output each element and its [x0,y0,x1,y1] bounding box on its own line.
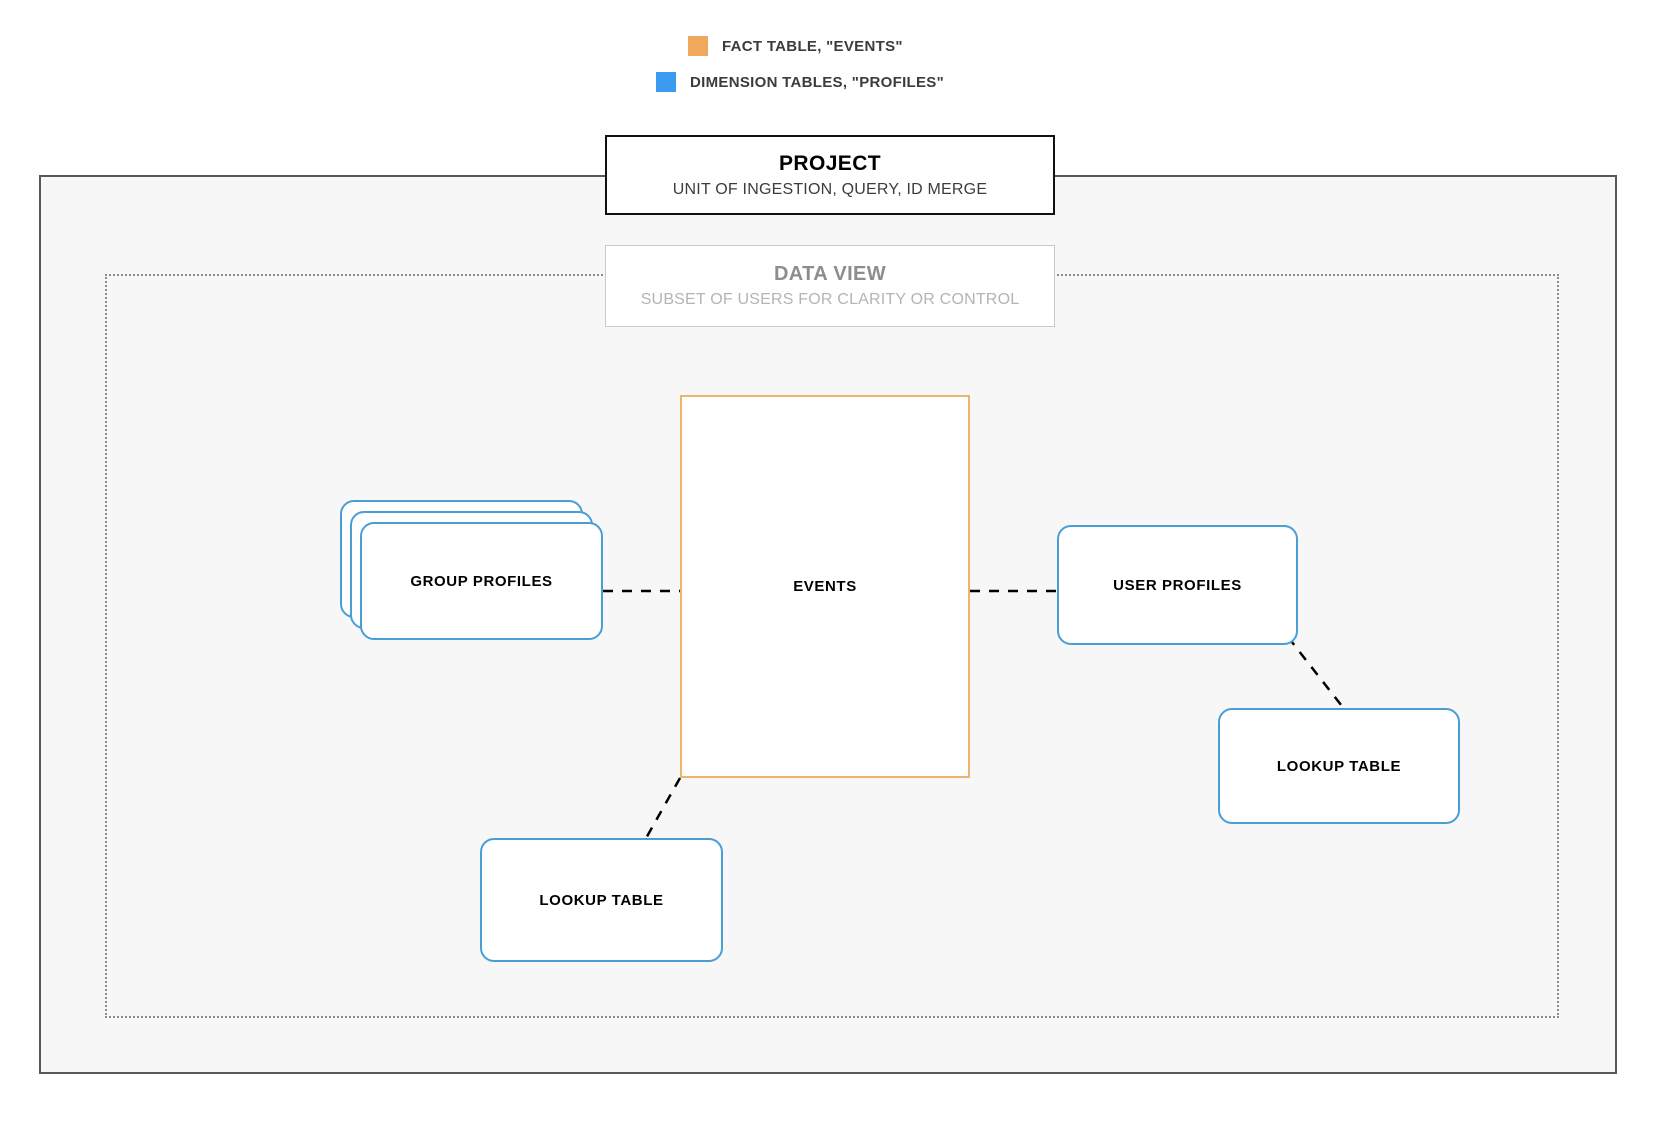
legend-item-dimension-tables: DIMENSION TABLES, "PROFILES" [656,72,944,92]
project-title: PROJECT [779,151,881,175]
node-events-fact-table[interactable]: EVENTS [680,395,970,778]
node-lookup-table-bottom[interactable]: LOOKUP TABLE [480,838,723,962]
node-user-profiles-label: USER PROFILES [1113,576,1242,594]
legend-label-fact-table: FACT TABLE, "EVENTS" [722,37,903,55]
legend-label-dimension-tables: DIMENSION TABLES, "PROFILES" [690,73,945,91]
node-group-profiles-stack[interactable]: GROUP PROFILES [340,500,624,660]
legend-swatch-dimension-icon [656,72,676,92]
node-group-profiles[interactable]: GROUP PROFILES [360,522,603,640]
project-title-card[interactable]: PROJECT UNIT OF INGESTION, QUERY, ID MER… [605,135,1055,215]
project-subtitle: UNIT OF INGESTION, QUERY, ID MERGE [672,180,988,198]
node-lookup-table-right[interactable]: LOOKUP TABLE [1218,708,1460,824]
legend-swatch-fact-icon [688,36,708,56]
node-lookup-table-bottom-label: LOOKUP TABLE [539,891,664,909]
data-view-title-card[interactable]: DATA VIEW SUBSET OF USERS FOR CLARITY OR… [605,245,1055,327]
node-events-label: EVENTS [793,578,857,595]
node-lookup-table-right-label: LOOKUP TABLE [1276,757,1402,775]
data-view-subtitle: SUBSET OF USERS FOR CLARITY OR CONTROL [640,291,1020,308]
node-group-profiles-label: GROUP PROFILES [410,572,553,590]
data-view-title: DATA VIEW [773,263,887,285]
legend-item-fact-table: FACT TABLE, "EVENTS" [688,36,903,56]
node-user-profiles[interactable]: USER PROFILES [1057,525,1298,645]
